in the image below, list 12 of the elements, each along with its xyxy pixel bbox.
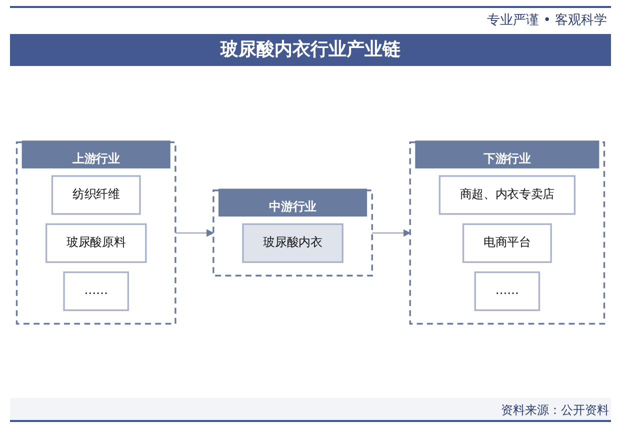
node-box: 玻尿酸内衣 [242, 223, 344, 263]
node-box: 纺织纤维 [51, 175, 141, 215]
node-box: …… [63, 271, 130, 312]
node-box: …… [474, 271, 540, 312]
arrow [372, 229, 410, 237]
node-box: 玻尿酸原料 [45, 223, 147, 263]
arrow [175, 229, 214, 237]
slogan-text: 专业严谨 • 客观科学 [487, 12, 607, 29]
node-box: 商超、内衣专卖店 [438, 175, 576, 215]
node-box: 电商平台 [462, 223, 552, 263]
source-note: 资料来源：公开资料 [501, 402, 609, 419]
title-banner: 玻尿酸内衣行业产业链 [10, 34, 611, 66]
